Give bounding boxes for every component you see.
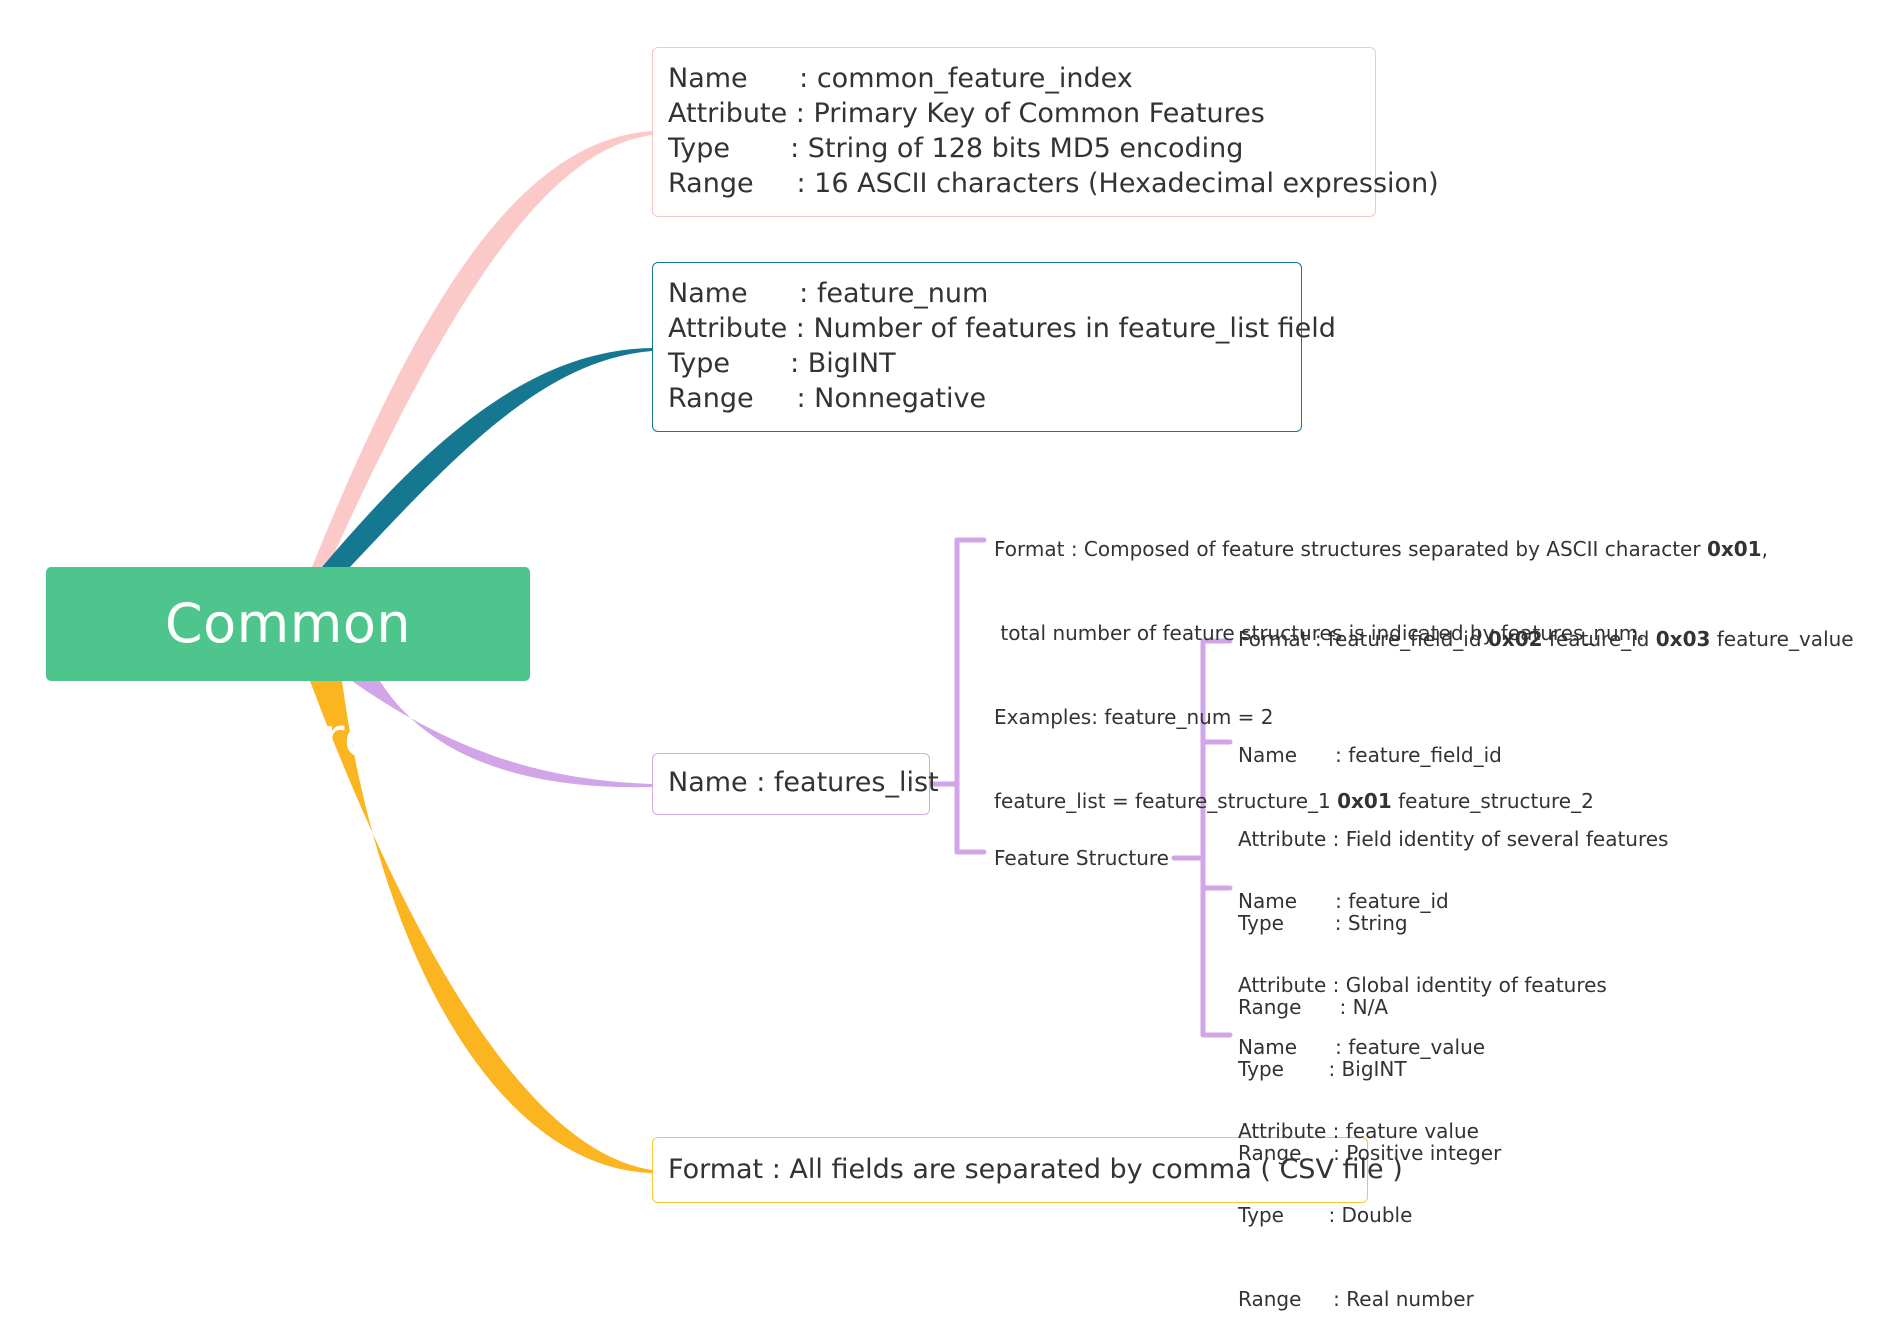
structure-feature-value[interactable]: Name : feature_value Attribute : feature… (1238, 977, 1485, 1341)
structure-feature-id[interactable]: Name : feature_id Attribute : Global ide… (1238, 831, 1607, 1195)
branch-to-list (352, 681, 652, 788)
field-line: Type : String (1238, 911, 1408, 935)
field-line: Range : Real number (1238, 1287, 1474, 1311)
feature-structure-label[interactable]: Feature Structure (994, 846, 1169, 870)
node-format[interactable]: Format : All fields are separated by com… (652, 1137, 1403, 1203)
node-line: Type : String of 128 bits MD5 encoding (668, 133, 1244, 164)
field-line: Attribute : Global identity of features (1238, 973, 1607, 997)
field-line: Type : BigINT (1238, 1057, 1407, 1081)
structure-format-text[interactable]: Format : feature_field_id 0x02 feature_i… (1238, 627, 1854, 651)
format-line: Examples: feature_num = 2 (994, 705, 1274, 729)
field-line: Range : N/A (1238, 995, 1389, 1019)
node-line: Attribute : Number of features in featur… (668, 313, 1336, 344)
field-line: Range : Positive integer (1238, 1141, 1502, 1165)
field-line: Type : Double (1238, 1203, 1413, 1227)
format-line: feature_list = feature_structure_1 0x01 … (994, 789, 1594, 813)
structure-field-id[interactable]: Name : feature_field_id Attribute : Fiel… (1238, 685, 1668, 1049)
node-label: Format : All fields are separated by com… (668, 1154, 1403, 1185)
field-line: Attribute : feature value (1238, 1119, 1479, 1143)
node-line: Range : 16 ASCII characters (Hexadecimal… (668, 168, 1439, 199)
node-line: Type : BigINT (668, 348, 896, 379)
node-label: Name : features_list (668, 767, 939, 798)
field-line: Attribute : Field identity of several fe… (1238, 827, 1669, 851)
format-line: Format : Composed of feature structures … (994, 537, 1768, 561)
field-line: Name : feature_value (1238, 1035, 1486, 1059)
field-line: Name : feature_field_id (1238, 743, 1502, 767)
node-features-list[interactable]: Name : features_list (652, 753, 939, 815)
node-line: Name : feature_num (668, 278, 989, 309)
branch-to-index (312, 131, 652, 567)
mindmap-connectors (310, 131, 1233, 1173)
node-line: Name : common_feature_index (668, 63, 1133, 94)
branch-to-num (322, 348, 652, 567)
structure-bracket (1171, 638, 1233, 1038)
format-line: total number of feature structures is in… (994, 621, 1645, 645)
field-line: Name : feature_id (1238, 889, 1449, 913)
root-node[interactable]: Common Features (46, 567, 530, 769)
node-feature-num[interactable]: Name : feature_num Attribute : Number of… (652, 262, 1336, 432)
features-list-format-text[interactable]: Format : Composed of feature structures … (994, 479, 1768, 843)
node-line: Range : Nonnegative (668, 383, 987, 414)
list-bracket (927, 537, 987, 855)
node-line: Attribute : Primary Key of Common Featur… (668, 98, 1265, 129)
node-common-feature-index[interactable]: Name : common_feature_index Attribute : … (652, 47, 1439, 217)
branch-to-format (310, 681, 652, 1173)
